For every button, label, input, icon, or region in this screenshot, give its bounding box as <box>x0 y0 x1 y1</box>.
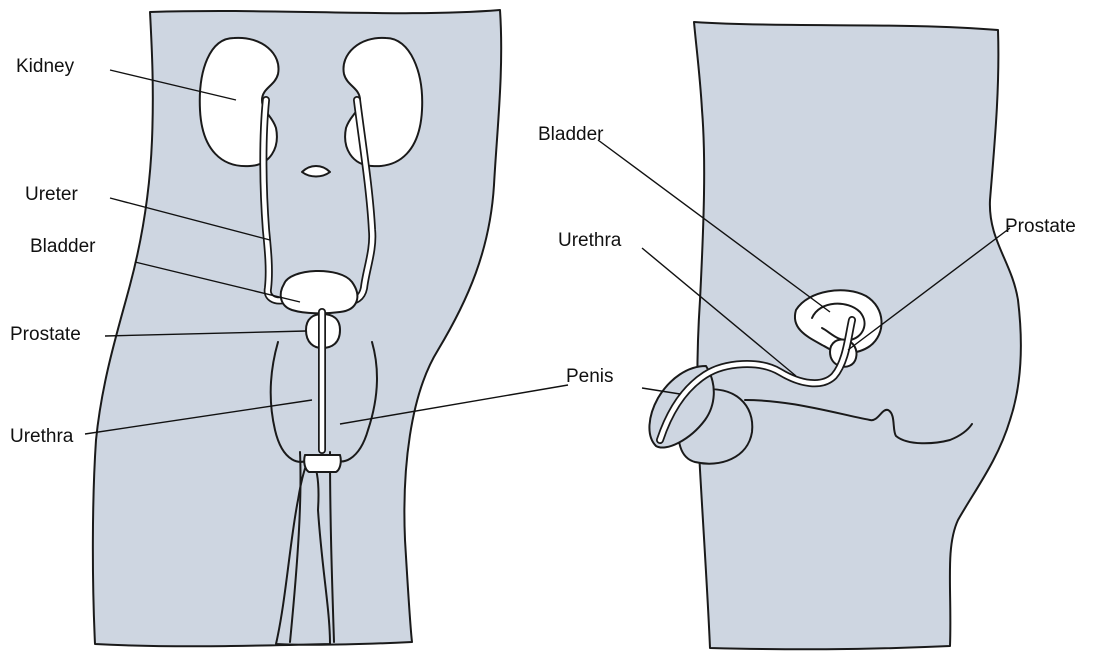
front-view <box>93 10 501 646</box>
label-ureter: Ureter <box>25 184 78 205</box>
label-urethra-front: Urethra <box>10 426 74 447</box>
label-penis: Penis <box>566 366 614 387</box>
front-navel <box>302 166 330 177</box>
side-view <box>649 22 1020 649</box>
label-prostate-front: Prostate <box>10 324 81 345</box>
front-bladder <box>281 271 358 313</box>
front-labels: Kidney Ureter Bladder Prostate Urethra <box>10 56 96 447</box>
label-kidney: Kidney <box>16 56 75 77</box>
front-penis <box>304 455 341 472</box>
label-bladder-front: Bladder <box>30 236 96 257</box>
label-prostate-side: Prostate <box>1005 216 1076 237</box>
label-bladder-side: Bladder <box>538 124 604 145</box>
label-urethra-side: Urethra <box>558 230 622 251</box>
